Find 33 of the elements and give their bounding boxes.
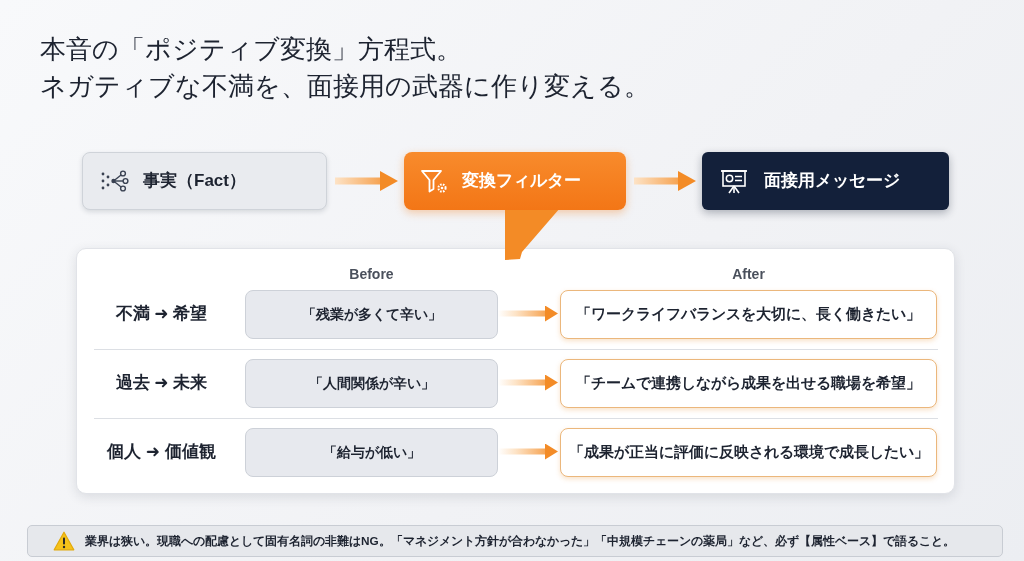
note-text: 業界は狭い。現職への配慮として固有名詞の非難はNG。「マネジメント方針が合わなかった」「中規模チェーンの薬局」など、必ず【属性ベース】で語ること。: [85, 533, 955, 549]
row-label: 不満 ➜ 希望: [114, 303, 209, 325]
process-box: [82, 152, 327, 210]
quote-text: 「残業が多くて辛い」: [301, 306, 442, 323]
step-label: 変換フィルター: [462, 170, 581, 192]
title: 本音の「ポジティブ変換」方程式。: [40, 33, 463, 66]
arrow: [498, 305, 558, 322]
quote-box: [245, 359, 498, 408]
arrow: [634, 171, 696, 191]
arrow: [335, 171, 398, 191]
quote-text: 「ワークライフバランスを大切に、長く働きたい」: [576, 305, 921, 324]
column-header: After: [731, 265, 766, 284]
table-panel: [76, 248, 955, 494]
arrow: [498, 374, 558, 391]
step-label: 面接用メッセージ: [764, 170, 900, 192]
quote-box: [560, 428, 937, 477]
quote-box: [245, 428, 498, 477]
quote-box: [245, 290, 498, 339]
step-label: 事実（Fact）: [143, 170, 246, 192]
quote-text: 「成果が正当に評価に反映される環境で成長したい」: [568, 443, 929, 462]
quote-text: 「人間関係が辛い」: [308, 375, 435, 392]
process-box: [702, 152, 949, 210]
quote-text: 「給与が低い」: [322, 444, 421, 461]
filter-box: [404, 152, 626, 210]
subtitle: ネガティブな不満を、面接用の武器に作り変える。: [40, 70, 651, 103]
quote-box: [560, 359, 937, 408]
quote-text: 「チームで連携しながら成果を出せる職場を希望」: [576, 374, 921, 393]
row-label: 個人 ➜ 価値観: [106, 441, 217, 463]
row-label: 過去 ➜ 未来: [114, 372, 209, 394]
arrow: [498, 443, 558, 460]
column-header: Before: [348, 265, 395, 284]
quote-box: [560, 290, 937, 339]
note-bar: [27, 525, 1003, 557]
